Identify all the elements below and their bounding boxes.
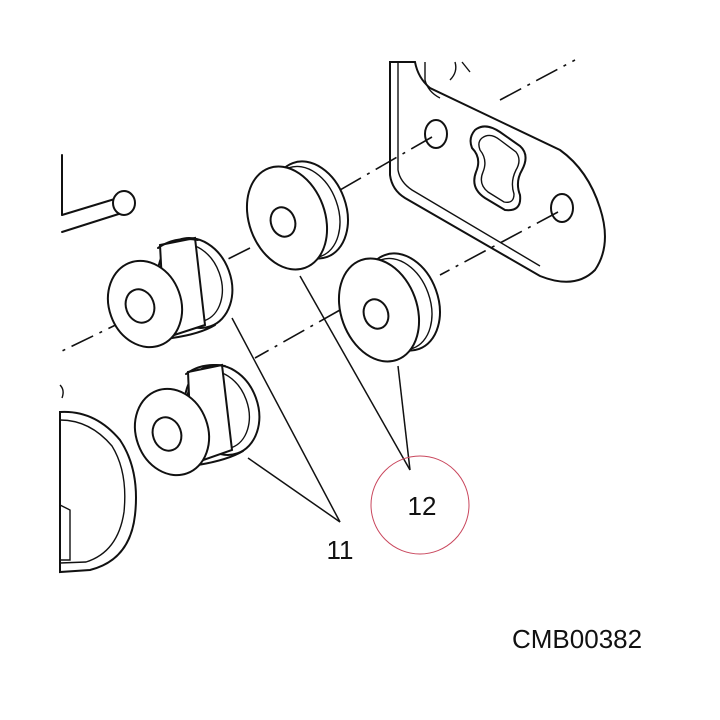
- bushing-11-lower: [133, 363, 261, 477]
- bushing-11-upper: [106, 236, 234, 349]
- washer-12-upper: [245, 160, 349, 271]
- callout-label-11: 11: [327, 535, 354, 565]
- drawing-reference-code: CMB00382: [512, 624, 643, 654]
- callout-label-12: 12: [408, 491, 437, 521]
- center-lines: [59, 59, 576, 359]
- motor-housing: [59, 384, 137, 574]
- highlight-circle: [370, 455, 470, 555]
- mounting-bracket: [389, 61, 606, 283]
- shaft-pin: [61, 154, 136, 233]
- leader-lines: [231, 275, 411, 523]
- washer-12-lower: [337, 252, 441, 363]
